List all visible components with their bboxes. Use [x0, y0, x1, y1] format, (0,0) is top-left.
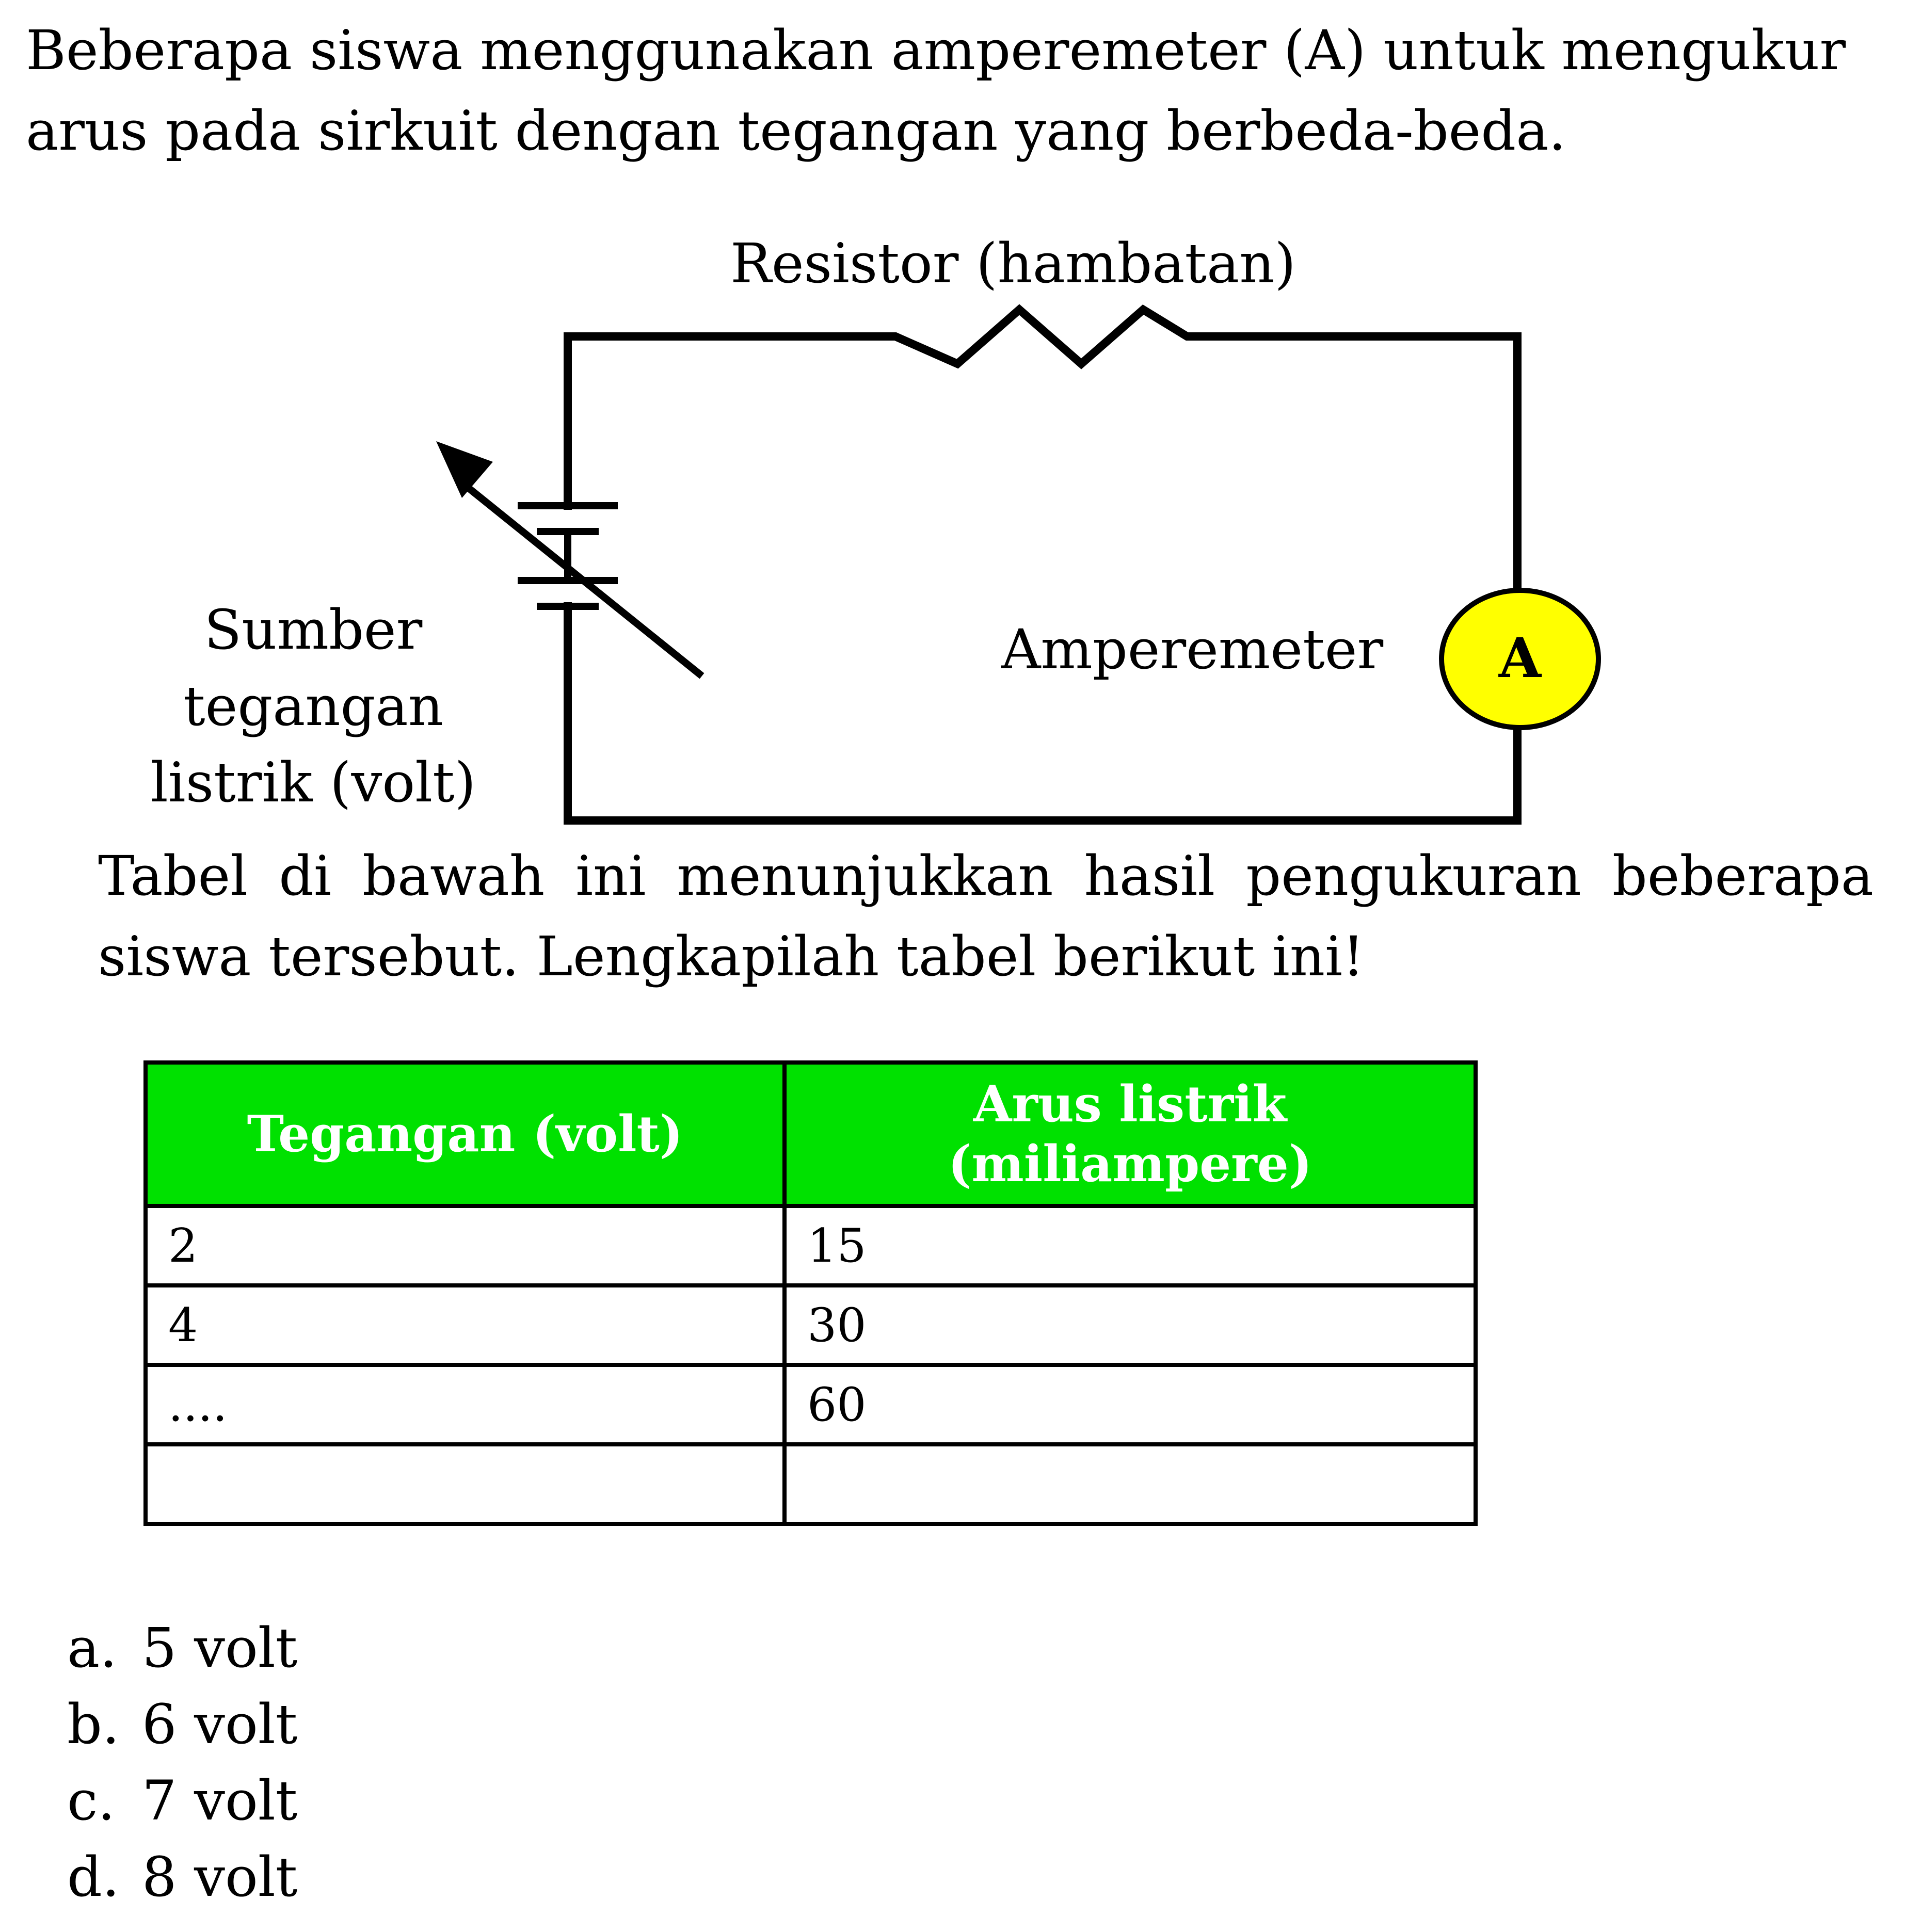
table-row: 2 15	[143, 1204, 1478, 1287]
table-row: 4 30	[143, 1283, 1478, 1367]
header-voltage: Tegangan (volt)	[143, 1060, 787, 1208]
cell-current: 60	[782, 1363, 1478, 1446]
data-table: Tegangan (volt) Arus listrik (miliampere…	[143, 1060, 1478, 1526]
cell-voltage: 2	[143, 1204, 787, 1287]
question-instruction: Tabel di bawah ini menunjukkan hasil pen…	[98, 844, 1874, 988]
variable-voltage-source-icon	[458, 478, 705, 679]
cell-voltage	[143, 1442, 787, 1526]
cell-voltage: ....	[143, 1363, 787, 1446]
ammeter-label: Amperemeter	[1001, 618, 1384, 681]
header-current: Arus listrik (miliampere)	[782, 1060, 1478, 1208]
cell-voltage: 4	[143, 1283, 787, 1367]
option-letter: d.	[67, 1845, 120, 1909]
resistor-icon	[564, 304, 1522, 369]
answer-options: a. 5 volt b. 6 volt c. 7 volt d. 8 volt	[67, 1610, 297, 1915]
table-header-row: Tegangan (volt) Arus listrik (miliampere…	[143, 1060, 1478, 1208]
option-a[interactable]: a. 5 volt	[67, 1610, 297, 1686]
ammeter-symbol: A	[1498, 625, 1542, 690]
option-text: 7 volt	[142, 1769, 298, 1832]
ammeter-icon	[1439, 588, 1601, 730]
option-letter: c.	[67, 1769, 116, 1832]
cell-current	[782, 1442, 1478, 1526]
option-b[interactable]: b. 6 volt	[67, 1686, 297, 1763]
resistor-label: Resistor (hambatan)	[730, 232, 1296, 295]
cell-current: 15	[782, 1204, 1478, 1287]
table-row: .... 60	[143, 1363, 1478, 1446]
option-text: 6 volt	[142, 1693, 298, 1756]
option-text: 8 volt	[142, 1845, 298, 1909]
option-letter: a.	[67, 1616, 117, 1680]
source-label-line-1: Sumber	[204, 598, 423, 662]
source-label-line-3: listrik (volt)	[151, 751, 476, 814]
option-letter: b.	[67, 1693, 120, 1756]
source-label-line-2: tegangan	[183, 674, 443, 738]
circuit-diagram: A Resistor (hambatan) Sumber tegangan li…	[151, 232, 1601, 825]
question-intro: Beberapa siswa menggunakan amperemeter (…	[26, 19, 1846, 163]
cell-current: 30	[782, 1283, 1478, 1367]
option-d[interactable]: d. 8 volt	[67, 1839, 297, 1915]
table-row	[143, 1442, 1478, 1526]
option-c[interactable]: c. 7 volt	[67, 1763, 297, 1839]
arrow-head-icon	[436, 441, 493, 498]
option-text: 5 volt	[142, 1616, 298, 1680]
